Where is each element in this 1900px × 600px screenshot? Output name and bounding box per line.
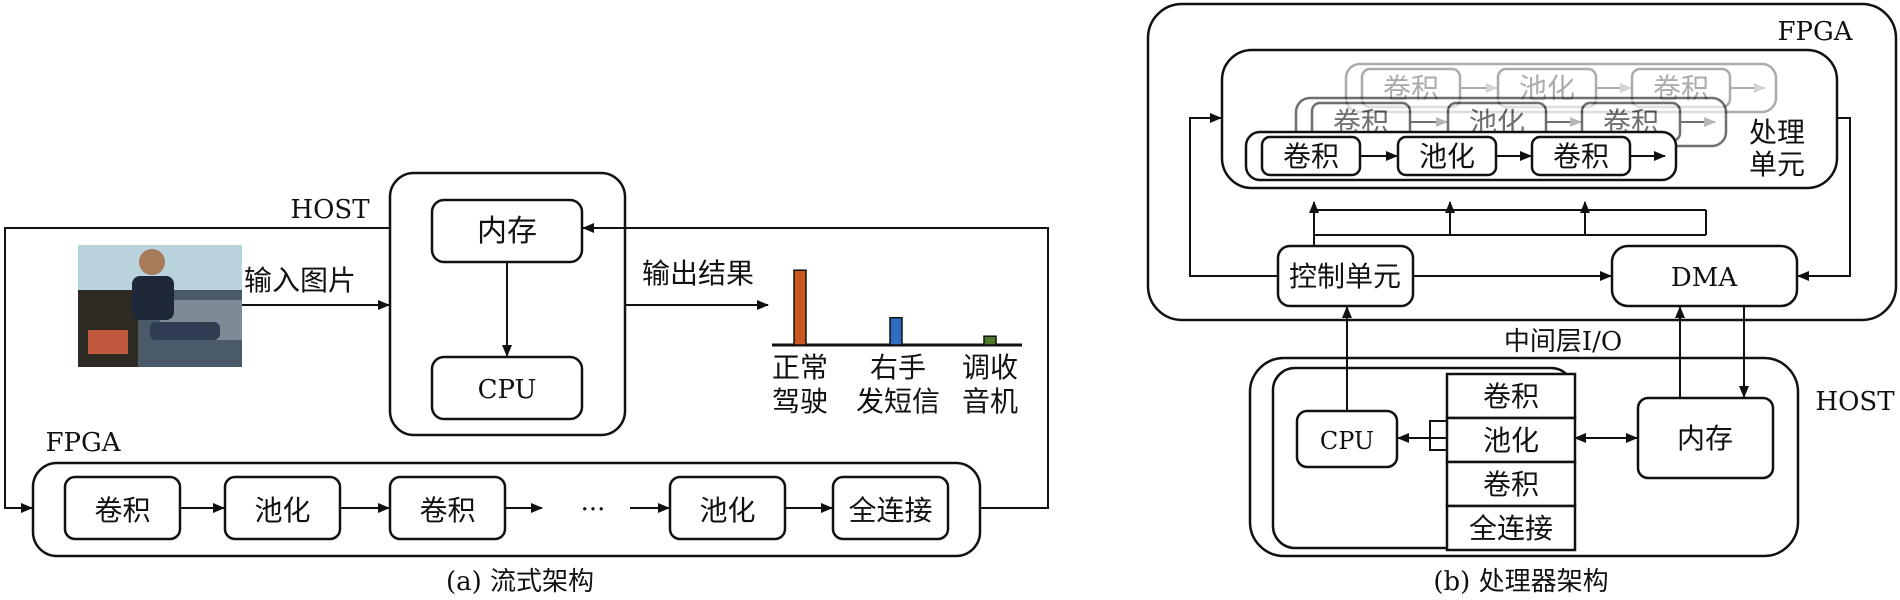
result-bar-chart (772, 269, 1022, 347)
cpu-label-b: CPU (1320, 427, 1374, 455)
result-bar-1 (889, 316, 903, 346)
host-label: HOST (290, 195, 370, 225)
bar-label-1-line1: 右手 (870, 351, 926, 384)
caption-b: (b) 处理器架构 (1433, 567, 1608, 597)
pipeline-ellipsis: ··· (581, 495, 606, 525)
streaming-architecture: HOST 内存 CPU 输入图片 输出结果 正常 驾 (4, 171, 1049, 597)
driver-photo (78, 245, 242, 367)
control-unit-label: 控制单元 (1289, 260, 1401, 293)
cpu-label: CPU (478, 375, 537, 405)
processing-unit-layers: 卷积池化卷积卷积池化卷积卷积池化卷积 (1244, 62, 1778, 182)
pipeline-label-2: 卷积 (419, 494, 475, 527)
bar-label-0-line1: 正常 (772, 351, 828, 384)
pipeline-label-5: 全连接 (848, 494, 932, 527)
stack-cell-2 (1445, 460, 1577, 508)
pe-cell-label-0: 卷积 (1283, 140, 1339, 173)
pipeline-label-4: 池化 (699, 494, 755, 527)
stack-cell-0 (1445, 372, 1577, 420)
memory-label: 内存 (477, 214, 537, 249)
pe-cell-label-2: 卷积 (1553, 140, 1609, 173)
bar-label-0-line2: 驾驶 (772, 385, 828, 418)
input-label: 输入图片 (244, 264, 356, 297)
bar-label-2-line2: 音机 (962, 385, 1018, 418)
fpga-to-memory-arrow (582, 223, 1049, 509)
stack-cell-1 (1445, 416, 1577, 464)
memory-to-fpga-arrow (4, 227, 390, 513)
fpga-label: FPGA (45, 428, 121, 458)
result-bar-2 (983, 335, 997, 346)
pipeline-box-5 (831, 475, 950, 541)
bar-label-2-line1: 调收 (962, 351, 1018, 384)
result-bar-0 (793, 269, 807, 346)
pe-to-dma-loop (1797, 117, 1851, 281)
stack-cell-3 (1445, 504, 1577, 552)
caption-a: (a) 流式架构 (446, 567, 594, 597)
pipeline-label-0: 卷积 (94, 494, 150, 527)
output-label: 输出结果 (642, 257, 754, 290)
stack-connector (1429, 420, 1447, 451)
stack-label-0: 卷积 (1483, 380, 1539, 413)
host-label-b: HOST (1815, 387, 1895, 417)
pe-label-line1: 处理 (1749, 116, 1805, 149)
processor-architecture: FPGA 卷积池化卷积卷积池化卷积卷积池化卷积 处理 单元 控制单元 DMA 中… (1146, 2, 1898, 597)
fpga-label-b: FPGA (1777, 17, 1853, 47)
pe-cell-label-1: 池化 (1419, 140, 1475, 173)
io-label: 中间层I/O (1504, 327, 1622, 357)
stack-label-3: 全连接 (1469, 512, 1553, 545)
cpu-box (430, 355, 584, 421)
memory-box-b (1636, 396, 1775, 480)
memory-label-b: 内存 (1677, 422, 1733, 455)
pe-layer-2: 卷积 池化 卷积 (1244, 130, 1678, 182)
dma-label: DMA (1671, 263, 1738, 293)
pipeline-label-1: 池化 (254, 494, 310, 527)
stack-label-2: 卷积 (1483, 468, 1539, 501)
bar-label-1-line2: 发短信 (856, 385, 940, 418)
control-to-pe-loop (1189, 113, 1278, 277)
stack-label-1: 池化 (1483, 424, 1539, 457)
pe-label-line2: 单元 (1749, 148, 1805, 181)
pipeline: 卷积 池化 卷积 ··· 池化 全连接 (63, 475, 950, 541)
